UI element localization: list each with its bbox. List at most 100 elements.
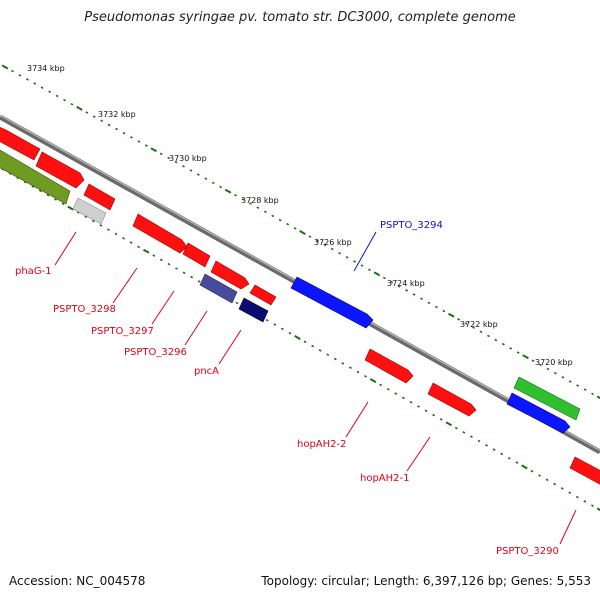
gene-feature[interactable] xyxy=(364,348,414,384)
ruler-minor-tick xyxy=(516,351,520,354)
ruler-minor-tick xyxy=(107,123,111,127)
ruler-major-tick xyxy=(596,507,600,512)
ruler-minor-tick xyxy=(412,293,416,296)
ruler-minor-tick xyxy=(397,285,401,288)
ruler-minor-tick xyxy=(55,94,59,98)
ruler-minor-tick xyxy=(122,237,125,240)
gene-label[interactable]: PSPTO_3297 xyxy=(91,326,154,337)
ruler-minor-tick xyxy=(278,218,282,222)
ruler-major-tick xyxy=(521,464,528,470)
gene-feature[interactable] xyxy=(199,273,238,304)
ruler-minor-tick xyxy=(273,323,277,326)
ruler-minor-tick xyxy=(115,127,118,131)
ruler-minor-tick xyxy=(507,456,511,460)
ruler-minor-tick xyxy=(23,180,27,184)
ruler-minor-tick xyxy=(539,363,542,367)
ruler-label-3722: 3722 kbp xyxy=(460,320,498,329)
gene-feature[interactable] xyxy=(35,151,85,189)
ruler-minor-tick xyxy=(545,478,549,482)
ruler-minor-tick xyxy=(477,439,481,443)
ruler-minor-tick xyxy=(368,268,371,272)
gene-feature[interactable] xyxy=(83,183,116,211)
ruler-minor-tick xyxy=(31,185,35,188)
ruler-minor-tick xyxy=(560,487,564,490)
ruler-minor-tick xyxy=(356,370,360,374)
ruler-major-tick xyxy=(1,64,9,70)
ruler-minor-tick xyxy=(349,366,352,369)
ruler-major-tick xyxy=(522,354,529,360)
ruler-minor-tick xyxy=(197,280,201,283)
gene-feature[interactable] xyxy=(132,213,188,254)
gene-feature[interactable] xyxy=(210,260,250,290)
ruler-minor-tick xyxy=(91,219,95,223)
gene-label[interactable]: hopAH2-1 xyxy=(360,473,410,484)
ruler-minor-tick xyxy=(11,69,14,73)
ruler-minor-tick xyxy=(420,297,423,300)
ruler-major-tick xyxy=(373,271,381,277)
ruler-label-3732: 3732 kbp xyxy=(98,110,136,119)
ruler-minor-tick xyxy=(442,309,446,313)
ruler-minor-tick xyxy=(386,387,390,391)
leader-line xyxy=(54,231,77,266)
gene-label[interactable]: phaG-1 xyxy=(15,266,52,277)
leader-line xyxy=(406,436,431,472)
ruler-minor-tick xyxy=(472,326,475,329)
ruler-label-3728: 3728 kbp xyxy=(241,196,279,205)
ruler-minor-tick xyxy=(546,367,550,371)
gene-feature[interactable] xyxy=(182,242,211,268)
ruler-minor-tick xyxy=(591,504,594,507)
ruler-minor-tick xyxy=(234,193,237,197)
gene-label[interactable]: PSPTO_3296 xyxy=(124,347,187,358)
ruler-minor-tick xyxy=(394,392,398,395)
gene-label[interactable]: pncA xyxy=(194,366,219,377)
ruler-minor-tick xyxy=(303,340,307,344)
leader-line xyxy=(112,267,138,304)
ruler-minor-tick xyxy=(63,98,66,102)
gene-feature[interactable] xyxy=(506,392,571,434)
ruler-minor-tick xyxy=(144,144,148,147)
ruler-minor-tick xyxy=(235,301,239,305)
ruler-minor-tick xyxy=(174,160,178,164)
ruler-minor-tick xyxy=(454,426,458,430)
gene-feature[interactable] xyxy=(72,197,107,225)
ruler-major-tick xyxy=(445,421,452,427)
genome-summary-text: Topology: circular; Length: 6,397,126 bp… xyxy=(261,574,591,588)
ruler-minor-tick xyxy=(494,338,498,342)
ruler-label-3720: 3720 kbp xyxy=(535,358,573,367)
leader-line xyxy=(345,401,369,438)
ruler-minor-tick xyxy=(576,384,580,387)
ruler-minor-tick xyxy=(122,131,126,135)
gene-label[interactable]: PSPTO_3298 xyxy=(53,304,116,315)
ruler-minor-tick xyxy=(280,327,284,331)
ruler-major-tick xyxy=(369,378,377,384)
leader-line xyxy=(353,231,377,272)
gene-label[interactable]: PSPTO_3294 xyxy=(380,220,443,231)
ruler-minor-tick xyxy=(271,214,275,218)
ruler-minor-tick xyxy=(501,342,505,346)
gene-label[interactable]: PSPTO_3290 xyxy=(496,546,559,557)
gene-feature[interactable] xyxy=(427,382,477,417)
ruler-minor-tick xyxy=(330,247,334,251)
ruler-minor-tick xyxy=(54,198,57,201)
gene-feature[interactable] xyxy=(238,297,269,323)
gene-feature[interactable] xyxy=(0,147,71,205)
leader-line xyxy=(218,329,242,365)
ruler-major-tick xyxy=(299,230,306,235)
ruler-minor-tick xyxy=(100,119,104,123)
gene-feature[interactable] xyxy=(569,456,600,487)
ruler-minor-tick xyxy=(439,418,443,421)
gene-feature[interactable] xyxy=(290,276,374,329)
ruler-minor-tick xyxy=(470,435,473,438)
ruler-minor-tick xyxy=(341,362,345,365)
gene-feature[interactable] xyxy=(249,284,277,306)
ruler-minor-tick xyxy=(382,276,386,280)
ruler-minor-tick xyxy=(538,474,541,477)
gene-label[interactable]: hopAH2-2 xyxy=(297,439,347,450)
ruler-minor-tick xyxy=(61,202,65,206)
gene-feature[interactable] xyxy=(0,125,41,161)
ruler-major-tick xyxy=(150,147,157,153)
ruler-minor-tick xyxy=(434,305,438,309)
ruler-minor-tick xyxy=(265,318,269,322)
gene-feature[interactable] xyxy=(513,376,581,421)
